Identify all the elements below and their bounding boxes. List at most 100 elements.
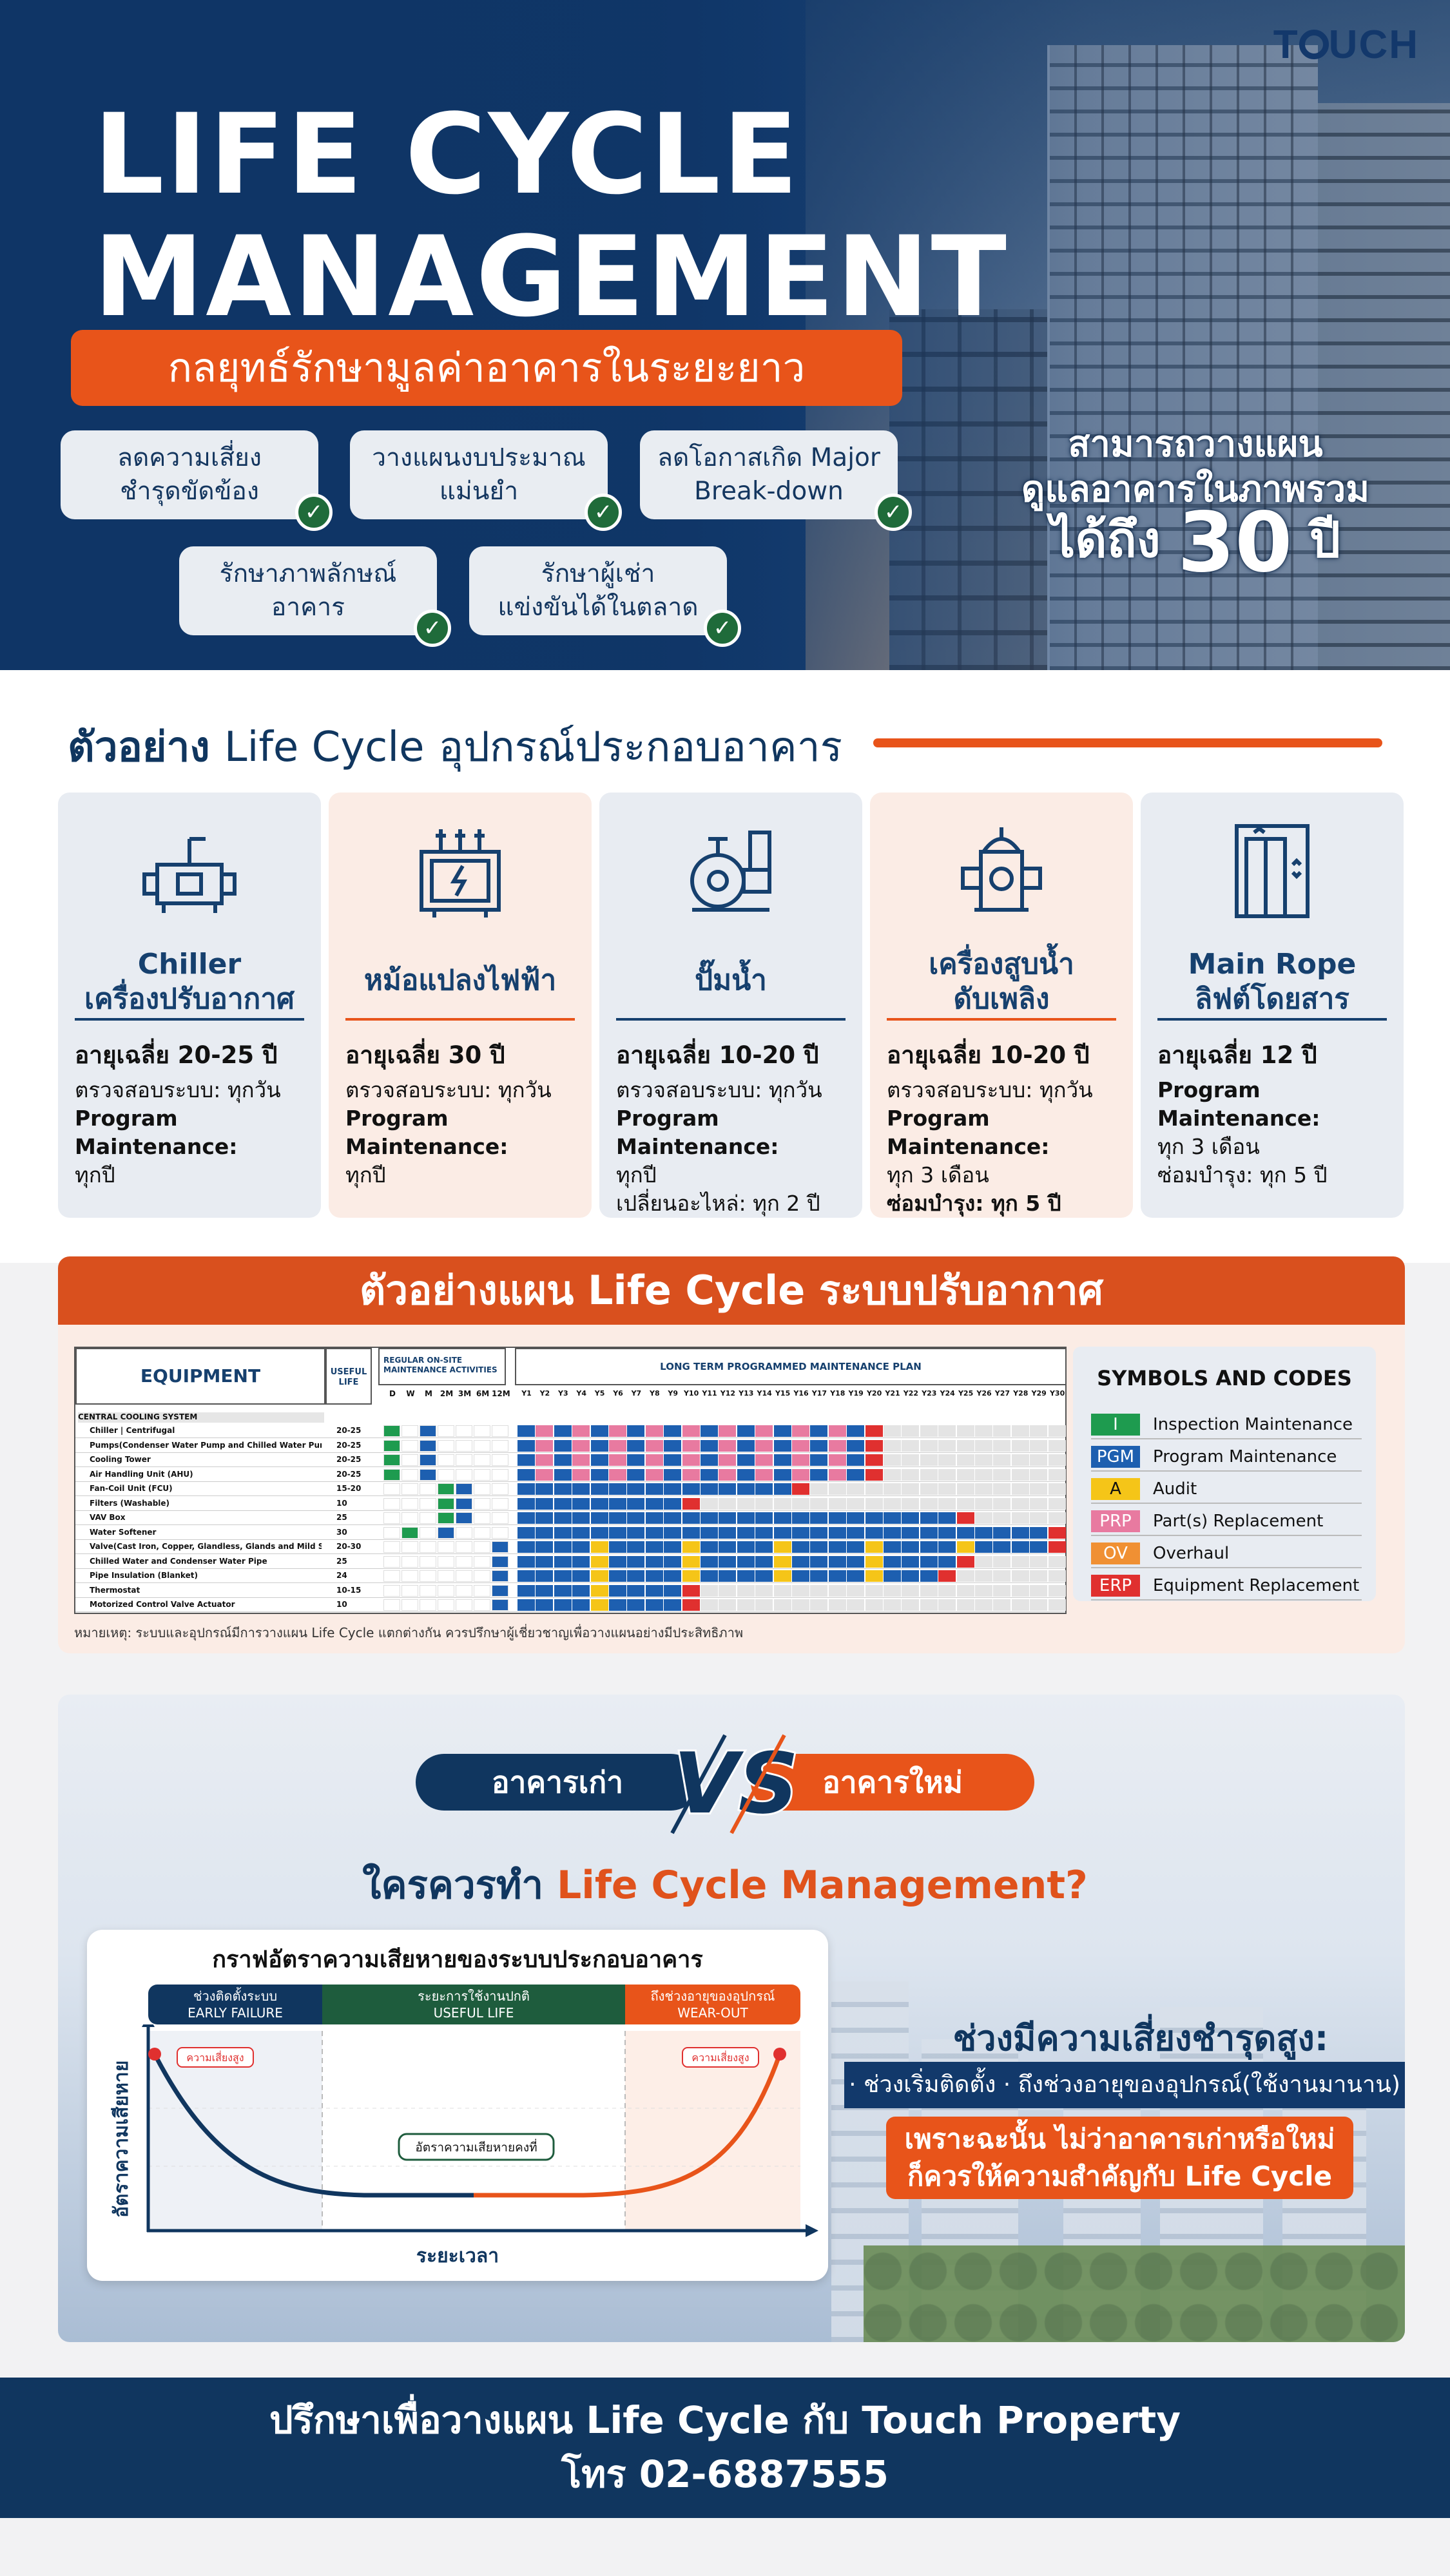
contact-footer: ปรึกษาเพื่อวางแผน Life Cycle กับ Touch P… [0,2378,1450,2518]
year-cell [993,1468,1011,1481]
year-cell [664,1425,682,1437]
year-cell [828,1439,846,1452]
year-cell [1030,1468,1048,1481]
year-cell [1011,1483,1029,1495]
year-cell [828,1570,846,1582]
useful-life-cell: 24 [336,1571,347,1580]
year-cell [993,1425,1011,1437]
year-cell [956,1439,974,1452]
year-cell [645,1584,663,1597]
year-cell [664,1468,682,1481]
year-cell [865,1526,883,1539]
vs-text: VS [673,1735,798,1832]
year-cell [682,1439,700,1452]
year-cell [810,1599,828,1611]
year-col-header: Y9 [668,1389,678,1398]
year-cell [828,1526,846,1539]
year-cell [701,1541,718,1553]
year-cell [1011,1541,1029,1553]
year-cell [1030,1439,1048,1452]
footer-phone[interactable]: โทร 02-6887555 [561,2452,889,2496]
conclusion-box: เพราะฉะนั้น ไม่ว่าอาคารเก่าหรือใหม่ก็ควร… [886,2117,1353,2199]
equipment-name-cell: Fan-Coil Unit (FCU) [90,1484,173,1493]
year-cell [884,1483,901,1495]
year-cell [847,1439,865,1452]
regular-cell [456,1584,472,1597]
year-cell [938,1526,956,1539]
year-cell [810,1454,828,1466]
year-cell [682,1497,700,1510]
year-cell [737,1468,755,1481]
regular-cell [420,1425,436,1437]
year-cell [682,1483,700,1495]
year-cell [847,1570,865,1582]
year-col-header: Y8 [649,1389,660,1398]
regular-cell [474,1425,490,1437]
regular-cell [401,1541,418,1553]
regular-cell [474,1526,490,1539]
regular-cell [383,1584,400,1597]
equipment-section-title: ตัวอย่าง Life Cycle อุปกรณ์ประกอบอาคาร [68,724,843,771]
equipment-header: EQUIPMENT [75,1348,325,1405]
year-cell [810,1555,828,1568]
year-cell [1048,1526,1066,1539]
regular-cell [420,1584,436,1597]
year-cell [938,1541,956,1553]
year-cell [920,1483,938,1495]
year-col-header: Y12 [720,1389,736,1398]
regular-cell [438,1497,454,1510]
regular-cell [438,1555,454,1568]
vs-icon: VS [670,1733,800,1834]
year-cell [902,1454,920,1466]
regular-col-header: M [425,1389,432,1398]
year-cell [1011,1584,1029,1597]
regular-cell [474,1483,490,1495]
year-cell [719,1570,737,1582]
year-cell [737,1541,755,1553]
year-cell [737,1584,755,1597]
trees-photo [864,2245,1405,2342]
year-cell [627,1555,645,1568]
year-cell [682,1570,700,1582]
benefit-card: รักษาภาพลักษณ์อาคาร ✓ [179,546,451,647]
year-cell [920,1555,938,1568]
year-cell [884,1454,901,1466]
year-cell [536,1497,554,1510]
year-cell [792,1541,809,1553]
year-col-header: Y7 [631,1389,642,1398]
year-cell [719,1555,737,1568]
regular-cell [474,1599,490,1611]
equipment-life: อายุเฉลี่ย 20-25 ปี [75,1041,278,1069]
year-cell [956,1497,974,1510]
regular-col-header: W [406,1389,415,1398]
symbols-title: SYMBOLS AND CODES [1097,1366,1352,1390]
year-cell [902,1468,920,1481]
year-cell [719,1599,737,1611]
regular-cell [492,1483,508,1495]
year-cell [682,1541,700,1553]
year-cell [938,1497,956,1510]
year-cell [993,1454,1011,1466]
year-cell [737,1439,755,1452]
table-row: Filters (Washable)10 [75,1497,1066,1511]
equipment-name-cell: Valve(Cast Iron, Copper, Glandless, Glan… [90,1542,322,1551]
year-col-header: Y21 [885,1389,900,1398]
year-cell [645,1512,663,1524]
year-cell [536,1584,554,1597]
card-divider [345,1018,575,1021]
year-col-header: Y15 [775,1389,791,1398]
year-cell [993,1570,1011,1582]
table-row: Fan-Coil Unit (FCU)15-20 [75,1482,1066,1496]
year-cell [737,1425,755,1437]
graph-y-label: อัตราความเสียหาย [106,2061,145,2218]
constant-rate-label: อัตราความเสียหายคงที่ [415,2139,537,2155]
regular-cell [438,1541,454,1553]
year-cell [902,1497,920,1510]
year-cell [1048,1497,1066,1510]
year-cell [536,1555,554,1568]
year-cell [773,1541,791,1553]
regular-cell [456,1526,472,1539]
year-cell [554,1425,572,1437]
year-cell [1030,1483,1048,1495]
year-cell [645,1541,663,1553]
